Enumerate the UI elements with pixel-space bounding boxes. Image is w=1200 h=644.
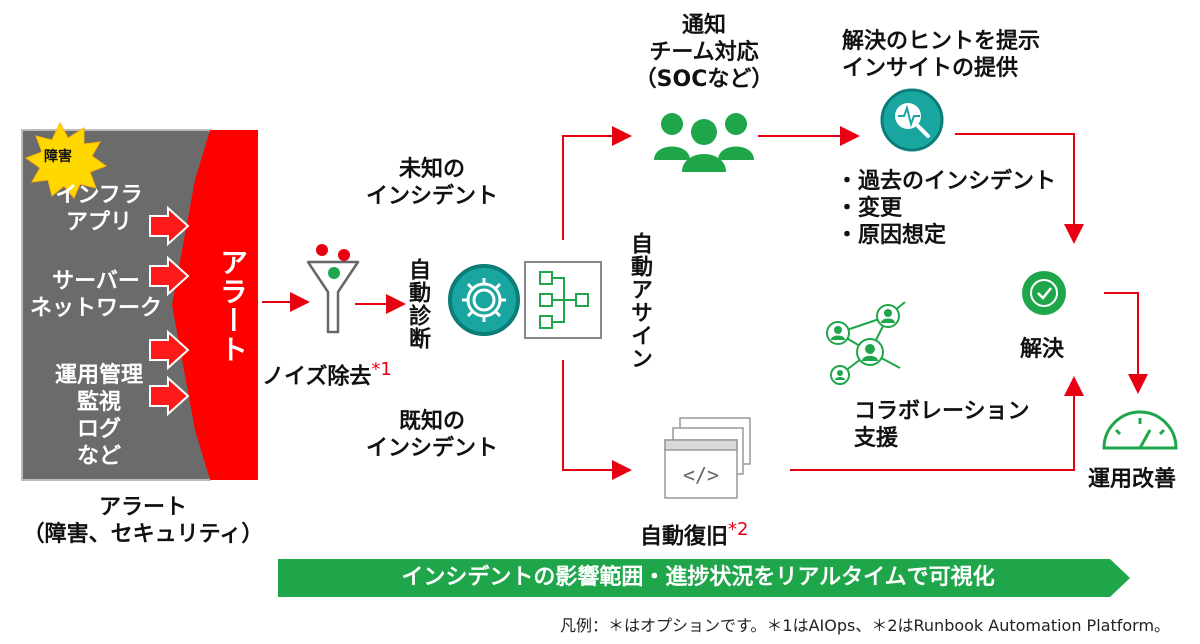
source-item: ログ	[76, 417, 121, 442]
arrow-hints-to-resolve	[955, 133, 1084, 244]
hints-line: インサイトの提供	[842, 56, 1019, 81]
recovery-text: 自動復旧	[640, 524, 729, 550]
arrow-recovery-to-resolve	[790, 376, 1084, 471]
source-item: アプリ	[65, 210, 132, 235]
recovery-label: 自動復旧*2	[640, 516, 748, 550]
network-people-icon	[826, 301, 906, 385]
source-arrow-2	[149, 255, 190, 297]
team-icon	[654, 113, 754, 172]
hint-bullet: ・変更	[836, 196, 903, 221]
svg-text:</>: </>	[683, 463, 719, 487]
source-item: ネットワーク	[29, 296, 162, 321]
notify-line: （SOCなど）	[634, 67, 774, 92]
banner-text: インシデントの影響範囲・進捗状況をリアルタイムで可視化	[401, 565, 995, 590]
arrow-to-notify	[562, 126, 632, 240]
hints-line: 解決のヒントを提示	[842, 29, 1041, 54]
known-line: インシデント	[365, 436, 498, 461]
burst-icon	[24, 121, 108, 199]
arrow-to-recovery	[562, 360, 632, 480]
source-arrow-1	[149, 205, 190, 247]
hints-bullets: ・過去のインシデント ・変更 ・原因想定	[836, 168, 1066, 249]
collab-text: コラボレーション 支援	[854, 398, 1044, 452]
source-caption-line: アラート	[98, 495, 187, 520]
hints-title: 解決のヒントを提示 インサイトの提供	[842, 28, 1072, 82]
collab-line: 支援	[854, 426, 899, 451]
alert-label: アラート	[216, 248, 249, 364]
unknown-line: インシデント	[365, 184, 498, 209]
source-group-1: インフラ アプリ	[40, 182, 158, 236]
source-arrows	[149, 205, 190, 417]
source-arrow-3	[149, 329, 190, 371]
burst-label: 障害	[44, 149, 72, 165]
resolve-label: 解決	[1020, 337, 1065, 362]
diagnosis-label: 自動診断	[405, 258, 430, 350]
source-item: など	[76, 444, 121, 469]
unknown-line: 未知の	[398, 157, 465, 182]
source-group-3: 運用管理 監視 ログ など	[40, 362, 158, 470]
gauge-icon	[1102, 410, 1178, 450]
improve-label: 運用改善	[1088, 467, 1177, 492]
funnel-icon	[306, 244, 360, 334]
gear-icon	[448, 264, 520, 336]
notify-line: 通知	[681, 13, 726, 38]
noise-label: ノイズ除去*1	[262, 356, 392, 390]
source-group-2: サーバー ネットワーク	[26, 268, 166, 322]
source-item: 監視	[76, 390, 121, 415]
source-item: サーバー	[52, 269, 140, 294]
notify-line: チーム対応	[649, 40, 759, 65]
noise-note: *1	[371, 359, 392, 380]
hint-bullet: ・過去のインシデント	[836, 169, 1057, 194]
collab-line: コラボレーション	[854, 399, 1030, 424]
unknown-incident: 未知の インシデント	[350, 156, 514, 210]
check-circle-icon	[1022, 271, 1066, 315]
noise-text: ノイズ除去	[262, 364, 372, 390]
legend-text: 凡例：＊はオプションです。＊1はAIOps、＊2はRunbook Automat…	[560, 616, 1171, 635]
banner-shape	[278, 559, 1130, 597]
alert-band	[172, 130, 258, 480]
auto-assign-label: 自動アサイン	[627, 232, 652, 370]
source-item: インフラ	[55, 183, 143, 208]
source-arrow-4	[149, 375, 190, 417]
search-insight-icon	[880, 88, 944, 152]
arrow-resolve-to-improve	[1104, 292, 1148, 394]
source-item: 運用管理	[54, 363, 143, 388]
code-windows-icon: </>	[664, 417, 751, 499]
known-line: 既知の	[398, 409, 465, 434]
flowchart-icon	[524, 261, 602, 339]
source-caption: アラート （障害、セキュリティ）	[18, 494, 268, 548]
source-caption-line: （障害、セキュリティ）	[22, 522, 264, 547]
recovery-note: *2	[728, 519, 749, 540]
known-incident: 既知の インシデント	[350, 408, 514, 462]
hint-bullet: ・原因想定	[836, 223, 947, 248]
notify-text: 通知 チーム対応 （SOCなど）	[612, 12, 796, 93]
